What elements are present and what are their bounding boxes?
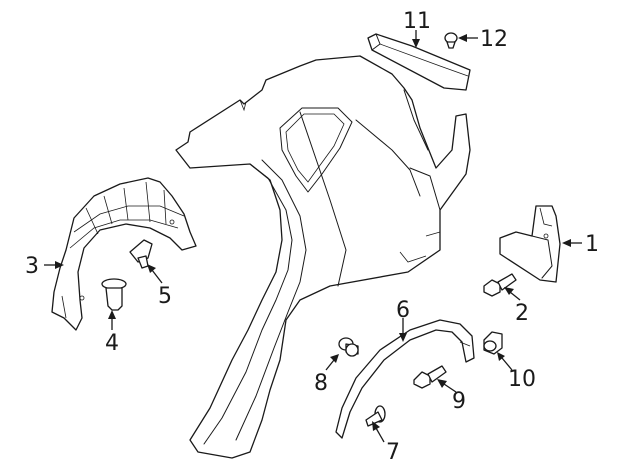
callout-4: 4 (105, 331, 119, 356)
callout-labels: 1 2 3 4 5 6 7 8 9 10 11 12 (25, 9, 599, 465)
clip-12 (444, 32, 458, 49)
callout-5: 5 (158, 284, 172, 309)
callout-7: 7 (386, 440, 400, 465)
grommet-4 (101, 278, 127, 311)
clip-8 (338, 337, 359, 357)
bolt-2 (483, 273, 517, 297)
callout-1: 1 (585, 232, 599, 257)
roof-trim (367, 33, 471, 91)
leader-lines (44, 30, 582, 443)
callout-6: 6 (396, 298, 410, 323)
callout-9: 9 (452, 389, 466, 414)
push-pin-7 (365, 405, 386, 427)
retainer-10 (483, 331, 503, 355)
callout-11: 11 (403, 9, 431, 34)
wheel-opening-molding (335, 319, 475, 439)
callout-8: 8 (314, 371, 328, 396)
fender-liner (51, 177, 197, 331)
mud-flap (499, 205, 561, 283)
bolt-9 (413, 365, 447, 389)
push-clip-5 (129, 239, 153, 269)
callout-12: 12 (480, 27, 508, 52)
quarter-panel (175, 55, 471, 459)
callout-2: 2 (515, 301, 529, 326)
callout-3: 3 (25, 254, 39, 279)
callout-10: 10 (508, 367, 536, 392)
